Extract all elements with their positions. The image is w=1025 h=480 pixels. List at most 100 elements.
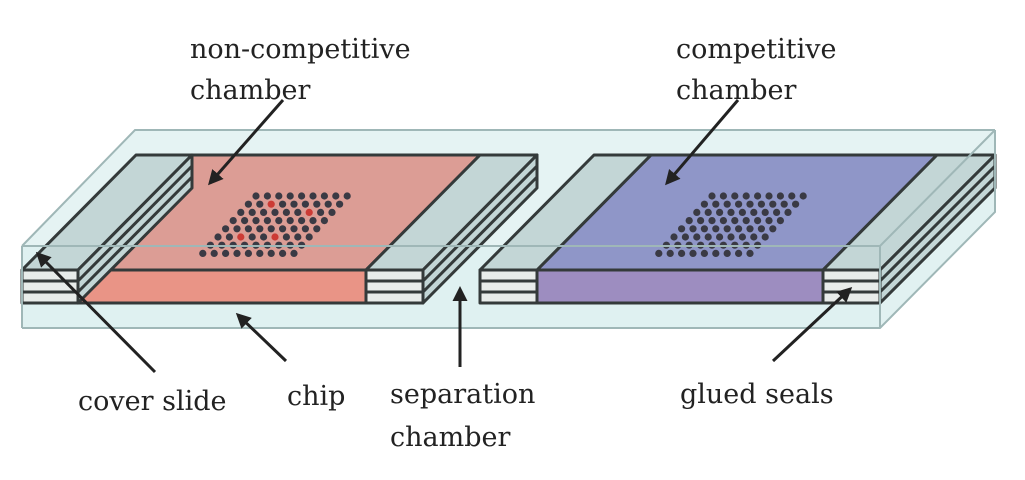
label-chip: chip [287, 381, 345, 412]
glued-seal-3 [478, 153, 653, 305]
spot [275, 192, 283, 200]
spot [267, 225, 275, 233]
spot [244, 249, 252, 257]
spot [222, 225, 230, 233]
competitive-chamber-shape [535, 153, 939, 305]
glass-edges [21, 129, 996, 329]
spot [252, 217, 260, 225]
spot [689, 225, 697, 233]
spot [685, 217, 693, 225]
spot [332, 192, 340, 200]
spot [260, 233, 268, 241]
spot [294, 208, 302, 216]
spot [298, 217, 306, 225]
spot-red [237, 233, 245, 241]
spot [317, 208, 325, 216]
arrow-cover-slide [35, 251, 157, 374]
spot [324, 200, 332, 208]
spot [700, 200, 709, 208]
spot [305, 233, 313, 241]
spot [655, 249, 663, 257]
spot [738, 208, 747, 216]
blue-chamber-front [535, 268, 825, 305]
spot [263, 217, 271, 225]
label-noncompetitive-1: non-competitive [190, 34, 411, 65]
spot [769, 225, 777, 233]
spot [336, 200, 344, 208]
spot [290, 200, 298, 208]
spot [256, 225, 264, 233]
spot [716, 233, 724, 241]
spot [731, 217, 739, 225]
spot [746, 200, 754, 208]
spot [294, 233, 302, 241]
spot [689, 249, 697, 257]
spot [290, 225, 298, 233]
spot [754, 217, 762, 225]
spot [320, 217, 328, 225]
arrow-noncompetitive [208, 99, 285, 186]
spot [731, 192, 739, 200]
spot [788, 192, 796, 200]
spot [666, 249, 674, 257]
spot [708, 192, 716, 200]
spot [776, 192, 785, 200]
label-competitive-2: chamber [676, 75, 796, 106]
spot [678, 225, 686, 233]
spot [712, 200, 720, 208]
spot-red [267, 200, 275, 208]
spot [301, 225, 309, 233]
spot [719, 192, 728, 200]
arrow-competitive [665, 99, 740, 186]
spot [765, 217, 773, 225]
spot [746, 249, 754, 257]
spot [241, 217, 249, 225]
spot [746, 225, 754, 233]
spot [750, 208, 758, 216]
spot [244, 225, 252, 233]
spot [742, 192, 750, 200]
spot [792, 200, 800, 208]
spot [761, 233, 769, 241]
spot [757, 225, 766, 233]
spot [693, 208, 701, 216]
spot [693, 233, 701, 241]
spot [757, 200, 766, 208]
spot [320, 192, 328, 200]
spot [700, 249, 709, 257]
spot [723, 200, 731, 208]
spot [237, 208, 245, 216]
red-chamber-front [76, 268, 368, 305]
spot [723, 249, 731, 257]
spot [313, 200, 321, 208]
spot [799, 192, 807, 200]
noncompetitive-spot-array [199, 192, 351, 257]
spot [697, 217, 705, 225]
spot [313, 225, 321, 233]
spot [210, 249, 218, 257]
label-separation-2: chamber [390, 422, 510, 453]
spot [738, 233, 747, 241]
spot [708, 217, 716, 225]
spot-red [305, 208, 313, 216]
spot [263, 192, 271, 200]
spot [222, 249, 230, 257]
spot [780, 200, 788, 208]
spot [723, 225, 731, 233]
spot [712, 225, 720, 233]
spot [712, 249, 720, 257]
spot [704, 233, 712, 241]
spot [252, 192, 260, 200]
spot [225, 233, 233, 241]
spot [275, 217, 283, 225]
spot [286, 192, 294, 200]
glued-seal-1 [20, 153, 194, 305]
glued-seal-2 [364, 153, 539, 305]
spot [735, 249, 743, 257]
spot [784, 208, 792, 216]
label-separation-1: separation [390, 379, 535, 410]
label-competitive-1: competitive [676, 34, 836, 65]
spot [279, 225, 287, 233]
